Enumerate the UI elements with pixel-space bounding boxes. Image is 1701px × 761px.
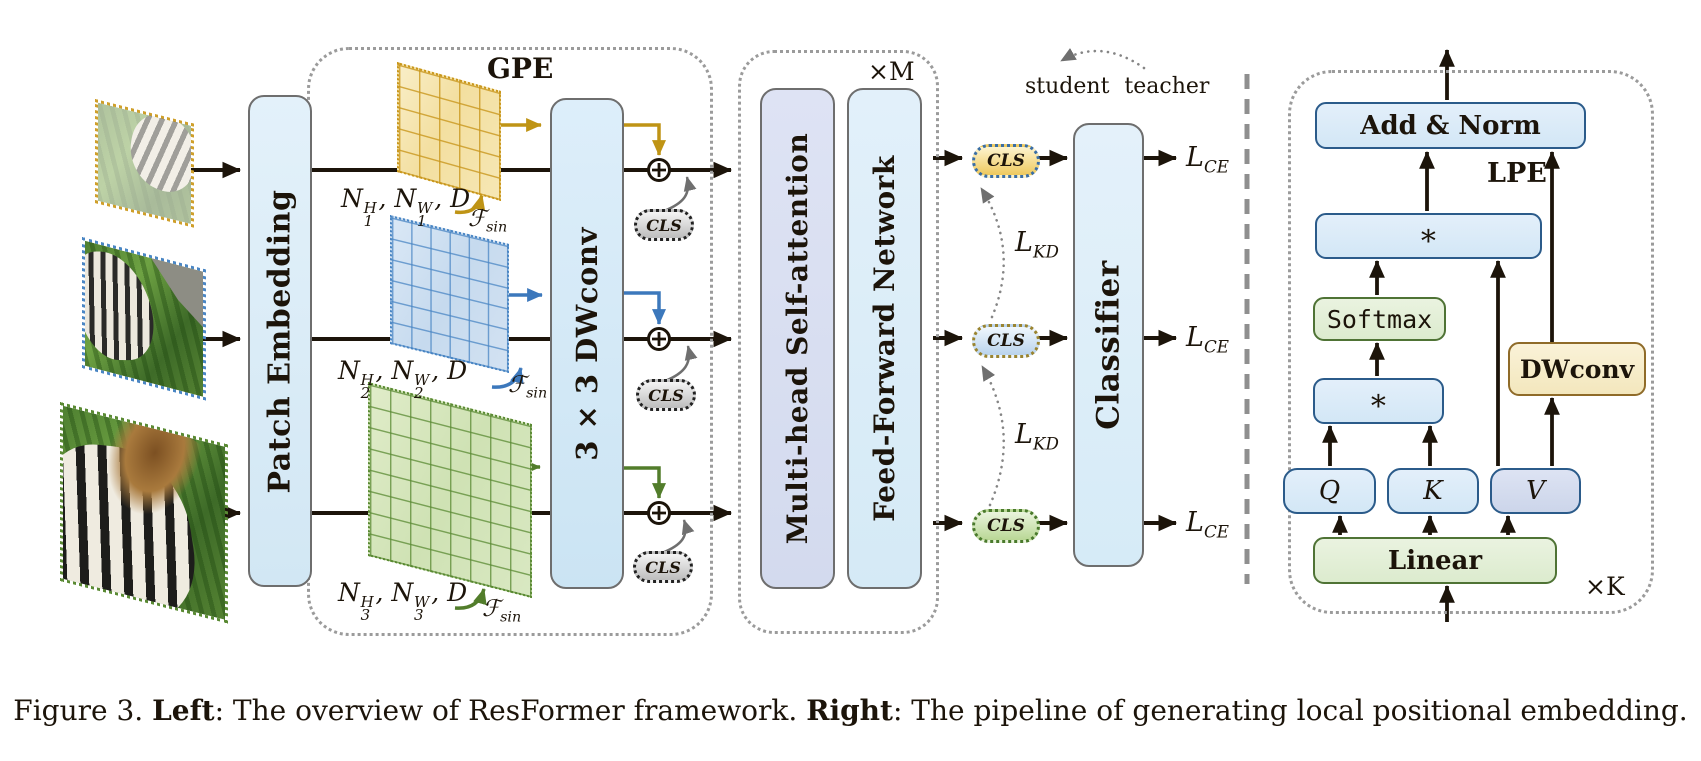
caption-right-word: Right	[806, 694, 893, 727]
cls-token-small: CLS	[972, 144, 1040, 178]
ffn-box: Feed-Forward Network	[847, 88, 922, 589]
lpe-container	[1288, 70, 1654, 614]
softmax-box: Softmax	[1313, 297, 1446, 341]
query-box: Q	[1283, 468, 1376, 514]
cls-token-gray-2: CLS	[636, 379, 696, 411]
query-label: Q	[1318, 476, 1341, 506]
mhsa-box: Multi-head Self-attention	[760, 88, 835, 589]
caption-text-2: : The pipeline of generating local posit…	[892, 694, 1688, 727]
ffn-label: Feed-Forward Network	[868, 155, 901, 522]
gpe-label: GPE	[487, 52, 554, 85]
cls-token-medium: CLS	[972, 324, 1040, 358]
patch-embedding-label: Patch Embedding	[262, 189, 298, 493]
key-box: K	[1387, 468, 1479, 514]
matmul-box-upper: ∗	[1315, 213, 1542, 259]
student-teacher-label: student teacher	[1025, 74, 1209, 99]
caption-left-word: Left	[152, 694, 215, 727]
mhsa-label: Multi-head Self-attention	[781, 132, 815, 545]
add-norm-box: Add & Norm	[1315, 102, 1586, 149]
fsin-label-2: ℱsin	[508, 372, 548, 402]
lpe-label: LPE	[1487, 158, 1547, 189]
cls-token-gray-3: CLS	[633, 551, 693, 583]
lce-loss-3: LCE	[1186, 507, 1229, 542]
faded-overlay	[98, 102, 191, 224]
lce-loss-1: LCE	[1186, 142, 1229, 177]
key-label: K	[1423, 476, 1443, 506]
lkd-loss-1: LKD	[1015, 227, 1059, 262]
add-norm-label: Add & Norm	[1360, 110, 1541, 141]
caption-text-1: : The overview of ResFormer framework.	[214, 694, 807, 727]
xm-label: ×M	[868, 57, 915, 86]
cls-token-gray-1: CLS	[634, 209, 694, 241]
student-label: student	[1025, 74, 1110, 99]
lpe-arrows	[1322, 49, 1560, 622]
softmax-label: Softmax	[1326, 304, 1433, 334]
cls-token-large: CLS	[972, 509, 1040, 543]
dwconv-right-label: DWconv	[1519, 354, 1635, 384]
classifier-label: Classifier	[1090, 260, 1127, 430]
linear-box: Linear	[1313, 537, 1557, 584]
lce-loss-2: LCE	[1186, 322, 1229, 357]
value-box: V	[1490, 468, 1581, 514]
patch-embedding-box: Patch Embedding	[248, 95, 312, 587]
classifier-box: Classifier	[1073, 123, 1144, 567]
linear-label: Linear	[1387, 545, 1483, 576]
dwconv-3x3-box: 3 × 3 DWconv	[550, 98, 624, 589]
dwconv-3x3-label: 3 × 3 DWconv	[570, 226, 605, 461]
distillation-arcs	[979, 47, 1146, 507]
lkd-loss-2: LKD	[1015, 419, 1059, 454]
xk-label: ×K	[1585, 572, 1625, 601]
add-nodes	[647, 158, 671, 525]
fsin-label-3: ℱsin	[482, 596, 522, 626]
encoder-container	[738, 50, 939, 634]
fsin-label-1: ℱsin	[468, 206, 508, 236]
value-label: V	[1526, 476, 1545, 506]
teacher-label: teacher	[1124, 74, 1210, 99]
dwconv-box-right: DWconv	[1508, 342, 1646, 396]
figure-caption: Figure 3. Left: The overview of ResForme…	[0, 694, 1701, 727]
matmul-box-lower: ∗	[1313, 378, 1444, 424]
caption-prefix: Figure 3.	[13, 694, 153, 727]
